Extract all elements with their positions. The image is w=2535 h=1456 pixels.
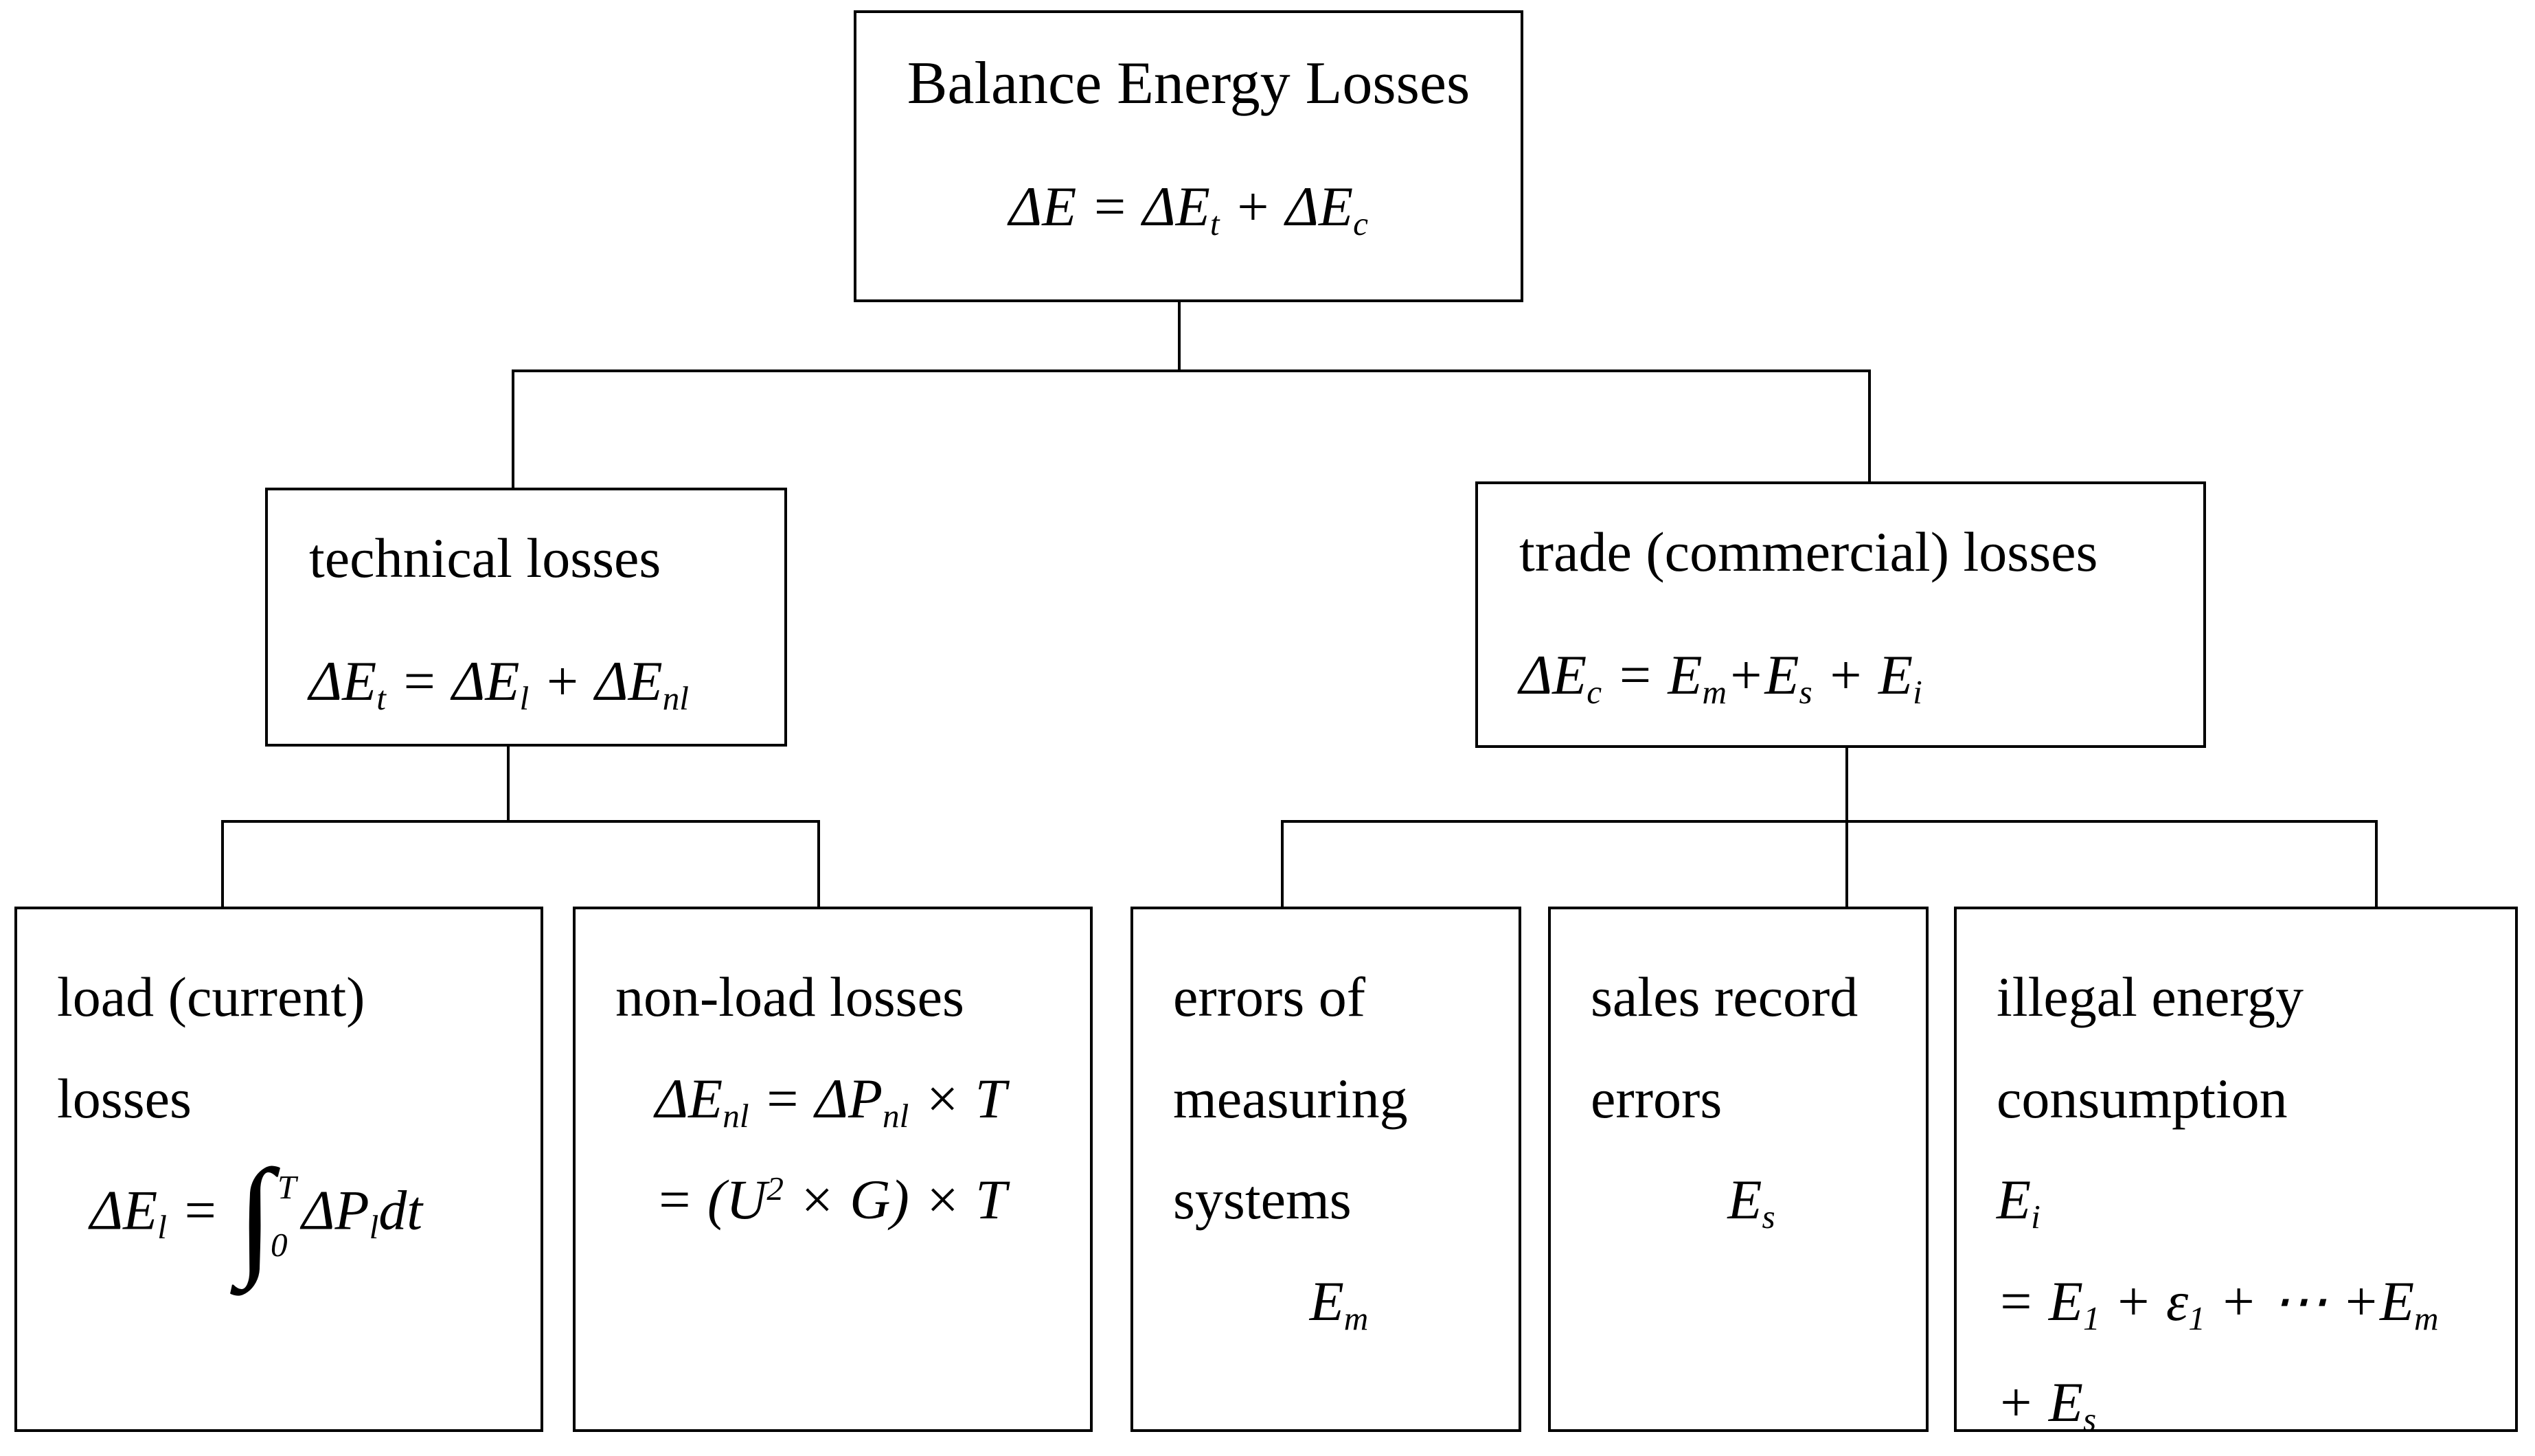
illegal-symbol: Ei bbox=[1997, 1149, 2501, 1251]
formula-token: + ε bbox=[2100, 1269, 2189, 1332]
box-title-line: illegal energy bbox=[1997, 966, 2304, 1028]
technical-stem-line bbox=[507, 745, 510, 823]
formula-token: = bbox=[166, 1179, 234, 1242]
formula-sub: l bbox=[519, 679, 530, 718]
formula-sub: s bbox=[1799, 673, 1812, 712]
formula-token: ΔE = ΔE bbox=[1009, 174, 1210, 238]
formula-token: ΔE bbox=[309, 650, 377, 713]
formula-sub: m bbox=[1702, 673, 1727, 712]
technical-branch-bar bbox=[221, 820, 820, 823]
formula-token: + ⋯ +E bbox=[2205, 1269, 2415, 1332]
technical-losses-box: technical losses ΔEt = ΔEl + ΔEnl bbox=[265, 488, 787, 747]
box-title-line: systems bbox=[1173, 1168, 1352, 1231]
branch-to-errors-line bbox=[1281, 820, 1284, 909]
formula-sub: i bbox=[1913, 673, 1922, 712]
trade-losses-box: trade (commercial) losses ΔEc = Em+Es + … bbox=[1475, 481, 2206, 748]
formula-token: = E bbox=[1997, 1269, 2083, 1332]
formula-token: E bbox=[1997, 1168, 2032, 1231]
branch-to-sales-line bbox=[1845, 820, 1848, 909]
box-title-line: sales record bbox=[1591, 966, 1858, 1028]
nonload-formula-line1: ΔEnl = ΔPnl × T bbox=[655, 1048, 1076, 1150]
integral-glyph: ∫ bbox=[237, 1142, 274, 1290]
illegal-formula-line1: = E1 + ε1 + ⋯ +Em bbox=[1997, 1251, 2501, 1352]
non-load-losses-box: non-load losses ΔEnl = ΔPnl × T = (U2 × … bbox=[573, 907, 1093, 1432]
formula-token: = (U bbox=[655, 1168, 767, 1231]
integral-lower-limit: 0 bbox=[271, 1226, 288, 1264]
formula-token: + E bbox=[1812, 644, 1913, 707]
branch-to-illegal-line bbox=[2375, 820, 2378, 909]
formula-token: = E bbox=[1602, 644, 1703, 707]
trade-formula: ΔEc = Em+Es + Ei bbox=[1519, 624, 2183, 726]
errors-symbol: Em bbox=[1173, 1251, 1505, 1352]
formula-token: + ΔE bbox=[1219, 174, 1354, 238]
formula-sub: 1 bbox=[2082, 1299, 2100, 1337]
root-stem-line bbox=[1178, 301, 1181, 372]
formula-sub: 1 bbox=[2188, 1299, 2205, 1337]
sales-record-errors-box: sales record errors Es bbox=[1548, 907, 1929, 1432]
branch-to-nonload-line bbox=[817, 820, 820, 909]
formula-sub: m bbox=[2414, 1299, 2439, 1337]
technical-formula: ΔEt = ΔEl + ΔEnl bbox=[309, 630, 764, 732]
box-title: non-load losses bbox=[615, 966, 964, 1028]
box-title-line: consumption bbox=[1997, 1067, 2288, 1130]
root-branch-bar bbox=[512, 369, 1871, 372]
trade-stem-line bbox=[1845, 747, 1848, 823]
formula-sub: i bbox=[2031, 1197, 2040, 1236]
illegal-consumption-box: illegal energy consumption Ei = E1 + ε1 … bbox=[1954, 907, 2518, 1436]
formula-token: +E bbox=[1727, 644, 1799, 707]
formula-sub: c bbox=[1587, 673, 1602, 712]
formula-sub: nl bbox=[883, 1096, 909, 1135]
branch-to-load-line bbox=[221, 820, 224, 909]
formula-token: E bbox=[1309, 1269, 1344, 1332]
box-title: technical losses bbox=[309, 527, 661, 589]
formula-sub: s bbox=[1762, 1197, 1775, 1236]
formula-sub: c bbox=[1353, 204, 1368, 242]
trade-branch-bar bbox=[1281, 820, 2378, 823]
formula-token: × G) × T bbox=[783, 1168, 1007, 1231]
box-title-line: errors bbox=[1591, 1067, 1723, 1130]
formula-token: + E bbox=[1997, 1371, 2083, 1434]
box-title-line: errors of bbox=[1173, 966, 1366, 1028]
formula-token: ΔE bbox=[655, 1067, 723, 1130]
formula-token: dt bbox=[378, 1179, 423, 1242]
balance-formula: ΔE = ΔEt + ΔEc bbox=[856, 156, 1521, 258]
formula-token: = ΔE bbox=[385, 650, 520, 713]
formula-sub: nl bbox=[662, 679, 689, 718]
formula-token: E bbox=[1727, 1168, 1762, 1231]
nonload-formula-line2: = (U2 × G) × T bbox=[655, 1149, 1076, 1251]
sales-symbol: Es bbox=[1591, 1149, 1912, 1251]
box-title: Balance Energy Losses bbox=[907, 50, 1470, 117]
box-title: trade (commercial) losses bbox=[1519, 521, 2098, 583]
formula-token: × T bbox=[909, 1067, 1007, 1130]
formula-token: ΔE bbox=[90, 1179, 158, 1242]
integral-upper-limit: T bbox=[277, 1168, 297, 1206]
formula-sup: 2 bbox=[766, 1170, 784, 1208]
formula-sub: l bbox=[369, 1208, 379, 1247]
measuring-errors-box: errors of measuring systems Em bbox=[1130, 907, 1521, 1432]
formula-sub: t bbox=[376, 679, 386, 718]
branch-to-technical-line bbox=[512, 369, 514, 490]
formula-sub: t bbox=[1209, 204, 1220, 242]
formula-sub: m bbox=[1343, 1299, 1369, 1337]
formula-sub: s bbox=[2082, 1400, 2097, 1439]
box-title-line: losses bbox=[57, 1067, 192, 1130]
formula-token: + ΔE bbox=[529, 650, 663, 713]
formula-token: ΔE bbox=[1519, 644, 1587, 707]
illegal-formula-line2: + Es bbox=[1997, 1352, 2501, 1453]
formula-sub: l bbox=[157, 1208, 167, 1247]
box-title-line: load (current) bbox=[57, 966, 365, 1028]
branch-to-trade-line bbox=[1868, 369, 1871, 484]
formula-token: ΔP bbox=[302, 1179, 370, 1242]
balance-energy-losses-box: Balance Energy Losses ΔE = ΔEt + ΔEc bbox=[854, 10, 1523, 302]
formula-token: = ΔP bbox=[749, 1067, 883, 1130]
box-title-line: measuring bbox=[1173, 1067, 1408, 1130]
formula-sub: nl bbox=[723, 1096, 749, 1135]
